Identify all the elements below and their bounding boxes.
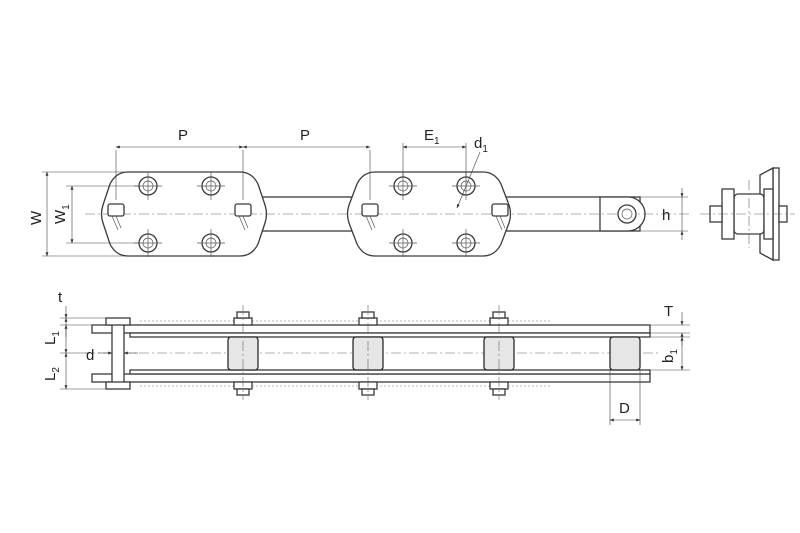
dimension-P-label: P xyxy=(300,127,310,144)
dimension-E1-label: E1 xyxy=(424,127,440,147)
bolt-holes xyxy=(389,172,480,257)
lower-plate xyxy=(91,373,651,383)
dimension-T-label: T xyxy=(664,303,673,320)
side-view: t L1 L2 d T b1 D xyxy=(42,289,690,425)
pin-heads xyxy=(107,203,509,231)
inner-plate xyxy=(129,332,651,338)
dimension-d1-label: d1 xyxy=(474,135,488,155)
dimension-P-label: P xyxy=(178,127,188,144)
dimension-D-label: D xyxy=(619,400,630,417)
dimension-W1-label: W1 xyxy=(52,204,72,224)
end-pin xyxy=(111,320,125,387)
dimension-t-label: t xyxy=(58,289,63,306)
dimension-L2-label: L2 xyxy=(42,367,62,381)
dimension-W-label: W xyxy=(28,210,45,225)
rollers xyxy=(227,336,641,371)
dimension-h-label: h xyxy=(662,207,670,224)
dimension-L1-label: L1 xyxy=(42,331,62,345)
dimension-b1-label: b1 xyxy=(660,349,680,363)
top-view: P P E1 d1 W W1 h xyxy=(28,127,690,257)
end-view xyxy=(700,166,795,262)
dimension-d-label: d xyxy=(86,347,94,364)
upper-plate xyxy=(91,324,651,334)
end-link-hole xyxy=(617,204,637,224)
